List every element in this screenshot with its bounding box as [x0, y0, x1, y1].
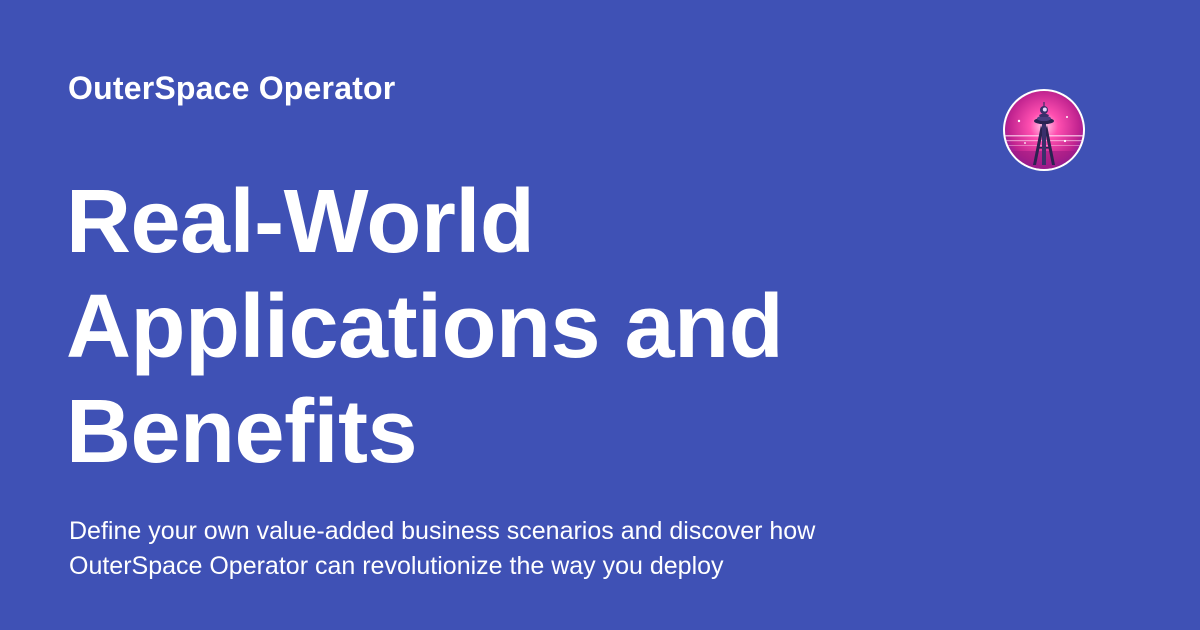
logo-icon	[1003, 89, 1085, 171]
space-needle-tower-icon	[1005, 91, 1083, 169]
site-name: OuterSpace Operator	[68, 70, 396, 106]
page-description: Define your own value-added business sce…	[69, 517, 816, 580]
page-title: Real-World Applications and Benefits	[66, 172, 784, 482]
